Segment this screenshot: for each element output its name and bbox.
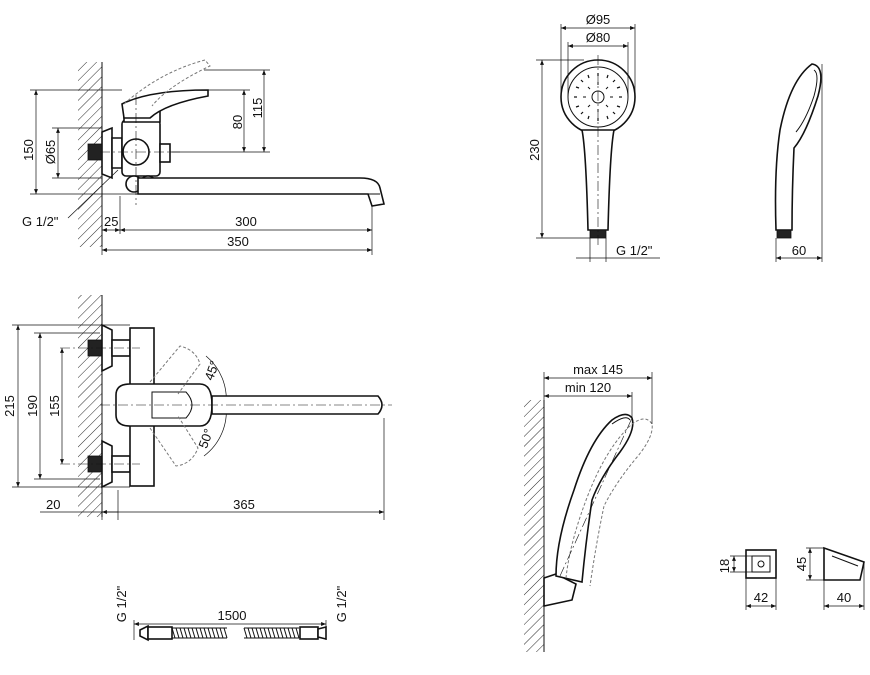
shower-head-side: 60 <box>774 63 823 262</box>
thread-label-shower: G 1/2" <box>616 243 653 258</box>
dim-diam-80: Ø80 <box>586 30 611 45</box>
dim-diam-95: Ø95 <box>586 12 611 27</box>
shower-hose: 1500 G 1/2" G 1/2" <box>114 585 349 642</box>
dim-18: 18 <box>717 559 732 573</box>
hose-coil-left <box>171 627 228 639</box>
thread-label-hose-left: G 1/2" <box>114 585 129 622</box>
dim-diam-65: Ø65 <box>43 140 58 165</box>
mixer-side-view: 115 80 150 Ø65 G 1/2" 25 300 350 <box>21 59 385 255</box>
dim-20: 20 <box>46 497 60 512</box>
dim-45: 45 <box>794 557 809 571</box>
holder-detail-side: 45 40 <box>794 546 865 610</box>
holder-detail-front: 18 42 <box>717 549 777 610</box>
dim-60: 60 <box>792 243 806 258</box>
wall-hatch-3 <box>524 400 544 652</box>
shower-head-front: Ø95 Ø80 230 G 1/2" <box>527 12 660 262</box>
angle-50: 50° <box>195 427 216 451</box>
dim-25: 25 <box>104 214 118 229</box>
dim-40: 40 <box>837 590 851 605</box>
dim-115: 115 <box>250 98 265 119</box>
mixer-top-view: 45° 50° 215 190 155 20 365 <box>2 295 392 520</box>
dim-300: 300 <box>235 214 257 229</box>
thread-label-hose-right: G 1/2" <box>334 585 349 622</box>
wall-hatch-2 <box>78 295 102 517</box>
holder-installation: max 145 min 120 <box>524 362 653 652</box>
dim-350: 350 <box>227 234 249 249</box>
angle-45: 45° <box>201 359 222 383</box>
dim-min-120: min 120 <box>565 380 611 395</box>
dim-80: 80 <box>230 115 245 129</box>
dim-155: 155 <box>47 395 62 417</box>
dim-150: 150 <box>21 139 36 161</box>
thread-label-side: G 1/2" <box>22 214 59 229</box>
dim-190: 190 <box>25 395 40 417</box>
dim-max-145: max 145 <box>573 362 623 377</box>
dim-365: 365 <box>233 497 255 512</box>
dim-215: 215 <box>2 395 17 417</box>
dim-230: 230 <box>527 139 542 161</box>
dim-1500: 1500 <box>218 608 247 623</box>
hose-coil-right <box>243 627 300 639</box>
dim-42: 42 <box>754 590 768 605</box>
